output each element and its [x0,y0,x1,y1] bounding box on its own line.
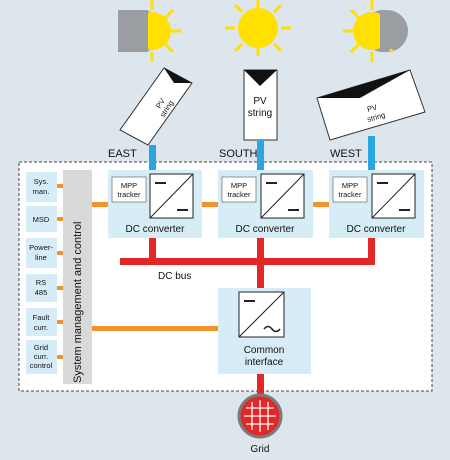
sys-item-powerline-line1: Power- [29,243,53,252]
system-panel-title: System management and control [72,222,84,383]
sys-item-fault-curr: Fault curr. [26,308,57,336]
dc-dc-symbol-icon [149,173,194,219]
sun-center-icon [225,0,291,56]
sys-item-fault-curr-line2: curr. [34,323,49,332]
control-links [92,202,329,331]
sun-right-icon [343,0,408,62]
pv-module-west-line1: PV [366,103,378,114]
dc-converter-east: MPP tracker DC converter [108,170,202,238]
dc-bus [120,238,375,288]
dc-converter-south-tracker-line2: tracker [228,190,251,199]
sys-item-grid-curr-control: Grid curr. control [26,340,57,374]
sys-item-grid-curr-control-line2: curr. [34,352,49,361]
dc-converter-west-tracker-line2: tracker [339,190,362,199]
dc-converter-east-label: DC converter [126,224,186,235]
common-interface: Common interface [218,288,311,374]
direction-east: EAST [108,148,137,160]
common-interface-line2: interface [245,357,284,368]
sys-item-msd: MSD [26,206,57,232]
dc-bus-label: DC bus [158,271,191,282]
sys-item-rs485-line1: RS [36,278,46,287]
pv-module-south-line1: PV [253,96,267,107]
grid-connection-wire [257,374,264,396]
sys-item-grid-curr-control-line3: control [30,361,53,370]
dc-converter-west-label: DC converter [347,224,407,235]
dc-converter-south: MPP tracker DC converter [218,170,313,238]
sys-item-fault-curr-line1: Fault [33,313,51,322]
dc-dc-symbol-icon [371,173,416,219]
dc-converter-south-tracker-line1: MPP [231,181,247,190]
dc-converter-west: MPP tracker DC converter [329,170,424,238]
grid-label: Grid [251,444,270,455]
sun-left-icon [118,0,181,62]
dc-converter-south-label: DC converter [236,224,296,235]
sys-item-grid-curr-control-line1: Grid [34,343,48,352]
grid-icon [237,393,283,439]
sys-item-rs485-line2: 485 [35,288,48,297]
sys-item-sys-man-line2: man. [33,187,50,196]
common-interface-line1: Common [244,345,285,356]
pv-module-west: PV string [316,69,426,141]
dc-converter-west-tracker-line1: MPP [342,181,358,190]
dc-dc-symbol-icon [260,173,305,219]
pv-module-south: PV string [243,69,278,141]
sys-item-sys-man: Sys. man. [26,172,57,202]
sys-item-powerline: Power- line [26,238,57,268]
sys-item-connectors [57,184,63,359]
sys-item-powerline-line2: line [35,253,47,262]
sys-item-rs485: RS 485 [26,274,57,302]
sys-item-msd-line1: MSD [33,215,50,224]
dc-wires [149,136,375,172]
direction-south: SOUTH [219,148,258,160]
dc-converter-east-tracker-line2: tracker [118,190,141,199]
system-panel: System management and control [63,170,92,384]
pv-module-south-line2: string [248,108,272,119]
direction-west: WEST [330,148,362,160]
sys-item-sys-man-line1: Sys. [34,177,49,186]
dc-converter-east-tracker-line1: MPP [121,181,137,190]
pv-module-east: PV string [119,67,193,146]
dc-ac-symbol-icon [238,291,285,338]
